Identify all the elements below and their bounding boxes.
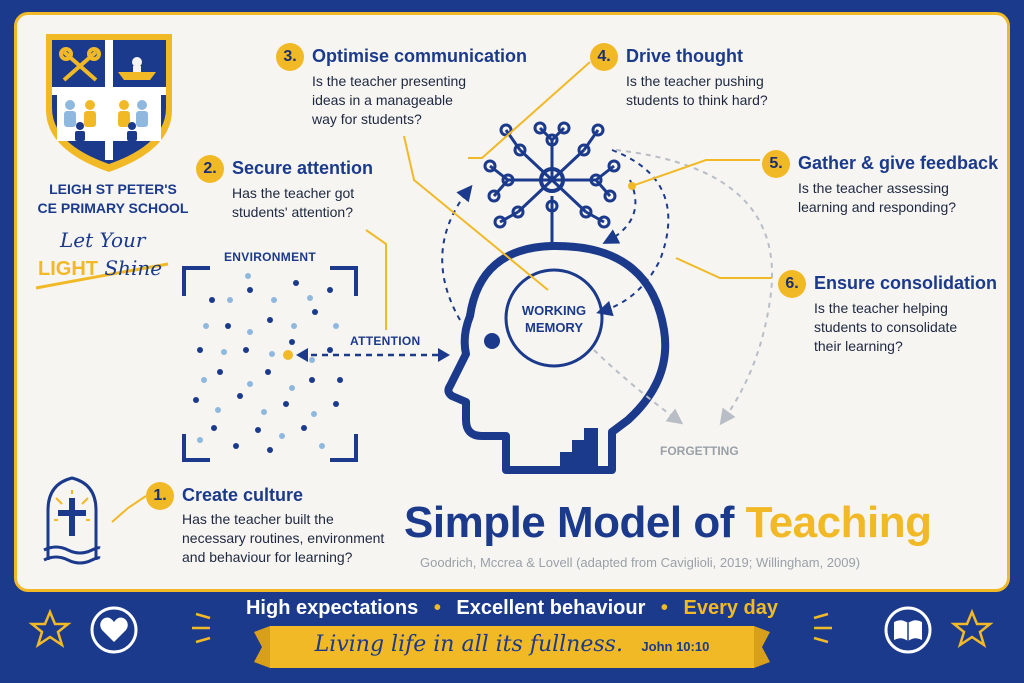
page-title: Simple Model of Teaching bbox=[404, 498, 932, 548]
step-2-question-line: Has the teacher got bbox=[232, 185, 355, 201]
step-3-title: Optimise communication bbox=[312, 46, 528, 66]
step-2-title: Secure attention bbox=[232, 158, 374, 178]
bible-quote: Living life in all its fullness. bbox=[314, 632, 623, 657]
environment-frame bbox=[182, 266, 358, 462]
heart-icon bbox=[90, 606, 138, 654]
forgetting-label: FORGETTING bbox=[660, 444, 739, 458]
attended-stimulus bbox=[283, 350, 293, 360]
attention-arrow bbox=[296, 348, 450, 362]
brain-network-icon bbox=[483, 121, 621, 246]
loop-arrow-left bbox=[441, 184, 473, 321]
school-crest-icon bbox=[46, 34, 172, 172]
step-6-question: Is the teacher helping students to conso… bbox=[814, 299, 957, 356]
step-1-number: 1. bbox=[146, 482, 174, 510]
bible-reference: John 10:10 bbox=[641, 639, 710, 654]
school-name-line2: CE PRIMARY SCHOOL bbox=[37, 200, 189, 216]
star-icon-right bbox=[950, 608, 994, 648]
working-memory-line1: WORKING bbox=[521, 303, 587, 318]
step-4-number: 4. bbox=[590, 43, 618, 71]
head-steps bbox=[560, 428, 598, 466]
ribbon-text: Living life in all its fullness. John 10… bbox=[270, 632, 754, 657]
step-1-title: Create culture bbox=[182, 485, 304, 505]
step-6-question-line: students to consolidate bbox=[814, 319, 958, 335]
step-5-question: Is the teacher assessing learning and re… bbox=[798, 179, 956, 217]
attention-label: ATTENTION bbox=[350, 334, 421, 348]
working-memory-line2: MEMORY bbox=[524, 320, 584, 335]
motto-shine: Shine bbox=[104, 256, 163, 280]
working-memory-label: WORKING MEMORY bbox=[514, 302, 594, 336]
step-4-question-line: Is the teacher pushing bbox=[626, 73, 764, 89]
book-icon bbox=[884, 606, 932, 654]
motto-underline bbox=[35, 262, 169, 290]
source-credit: Goodrich, Mccrea & Lovell (adapted from … bbox=[420, 555, 861, 570]
bullet-separator: • bbox=[433, 597, 441, 619]
step-3-question-line: ideas in a manageable bbox=[312, 92, 453, 108]
forgetting-arrow-inner bbox=[593, 349, 684, 425]
step-6-question-line: their learning? bbox=[814, 338, 903, 354]
step-6-title: Ensure consolidation bbox=[814, 273, 998, 293]
ribbon-tail-right bbox=[754, 626, 770, 668]
step-1-question-line: and behaviour for learning? bbox=[182, 549, 353, 565]
cross-window-icon bbox=[43, 476, 101, 565]
title-part1: Simple Model of bbox=[404, 498, 734, 547]
step-2-question-line: students' attention? bbox=[232, 204, 353, 220]
step-2-question: Has the teacher got students' attention? bbox=[232, 184, 354, 222]
step-3-question-line: Is the teacher presenting bbox=[312, 73, 467, 89]
bullet-separator: • bbox=[660, 597, 668, 619]
step-3-number: 3. bbox=[276, 43, 304, 71]
value-every-day: Every day bbox=[683, 597, 779, 619]
step-5-question-line: learning and responding? bbox=[798, 199, 957, 215]
step-5-title: Gather & give feedback bbox=[798, 153, 999, 173]
step-5-number: 5. bbox=[762, 150, 790, 178]
environment-label: ENVIRONMENT bbox=[224, 250, 316, 264]
step-2-number: 2. bbox=[196, 155, 224, 183]
working-memory-circle bbox=[504, 268, 604, 368]
values-banner: High expectations • Excellent behaviour … bbox=[0, 597, 1024, 620]
head-profile-icon bbox=[444, 241, 670, 474]
motto-line1: Let Your bbox=[60, 228, 146, 252]
step-5-question-line: Is the teacher assessing bbox=[798, 180, 949, 196]
step-3-question: Is the teacher presenting ideas in a man… bbox=[312, 72, 466, 129]
motto-line2: LIGHT Shine bbox=[38, 256, 162, 281]
step-1-question-line: Has the teacher built the bbox=[182, 511, 334, 527]
connector-lines bbox=[111, 61, 772, 523]
feedback-point bbox=[628, 182, 636, 190]
step-6-number: 6. bbox=[778, 270, 806, 298]
step-3-question-line: way for students? bbox=[312, 111, 422, 127]
step-4-title: Drive thought bbox=[626, 46, 743, 66]
step-4-question: Is the teacher pushing students to think… bbox=[626, 72, 768, 110]
loop-arrow-right bbox=[596, 149, 670, 317]
sparkle-lines bbox=[192, 612, 832, 644]
title-part2: Teaching bbox=[745, 498, 932, 547]
step-6-question-line: Is the teacher helping bbox=[814, 300, 948, 316]
head-eye bbox=[484, 333, 500, 349]
value-excellent-behaviour: Excellent behaviour bbox=[456, 597, 646, 619]
step-4-question-line: students to think hard? bbox=[626, 92, 768, 108]
school-name: LEIGH ST PETER'S CE PRIMARY SCHOOL bbox=[28, 180, 198, 218]
quote-ribbon: Living life in all its fullness. John 10… bbox=[270, 626, 754, 668]
step-1-question: Has the teacher built the necessary rout… bbox=[182, 510, 384, 567]
motto-light: LIGHT bbox=[38, 258, 98, 280]
environment-dots bbox=[193, 273, 343, 453]
forgetting-arrow-outer bbox=[615, 149, 774, 426]
school-name-line1: LEIGH ST PETER'S bbox=[49, 181, 177, 197]
star-icon bbox=[28, 608, 72, 648]
value-high-expectations: High expectations bbox=[245, 597, 419, 619]
step-1-question-line: necessary routines, environment bbox=[182, 530, 385, 546]
ribbon-tail-left bbox=[254, 626, 270, 668]
